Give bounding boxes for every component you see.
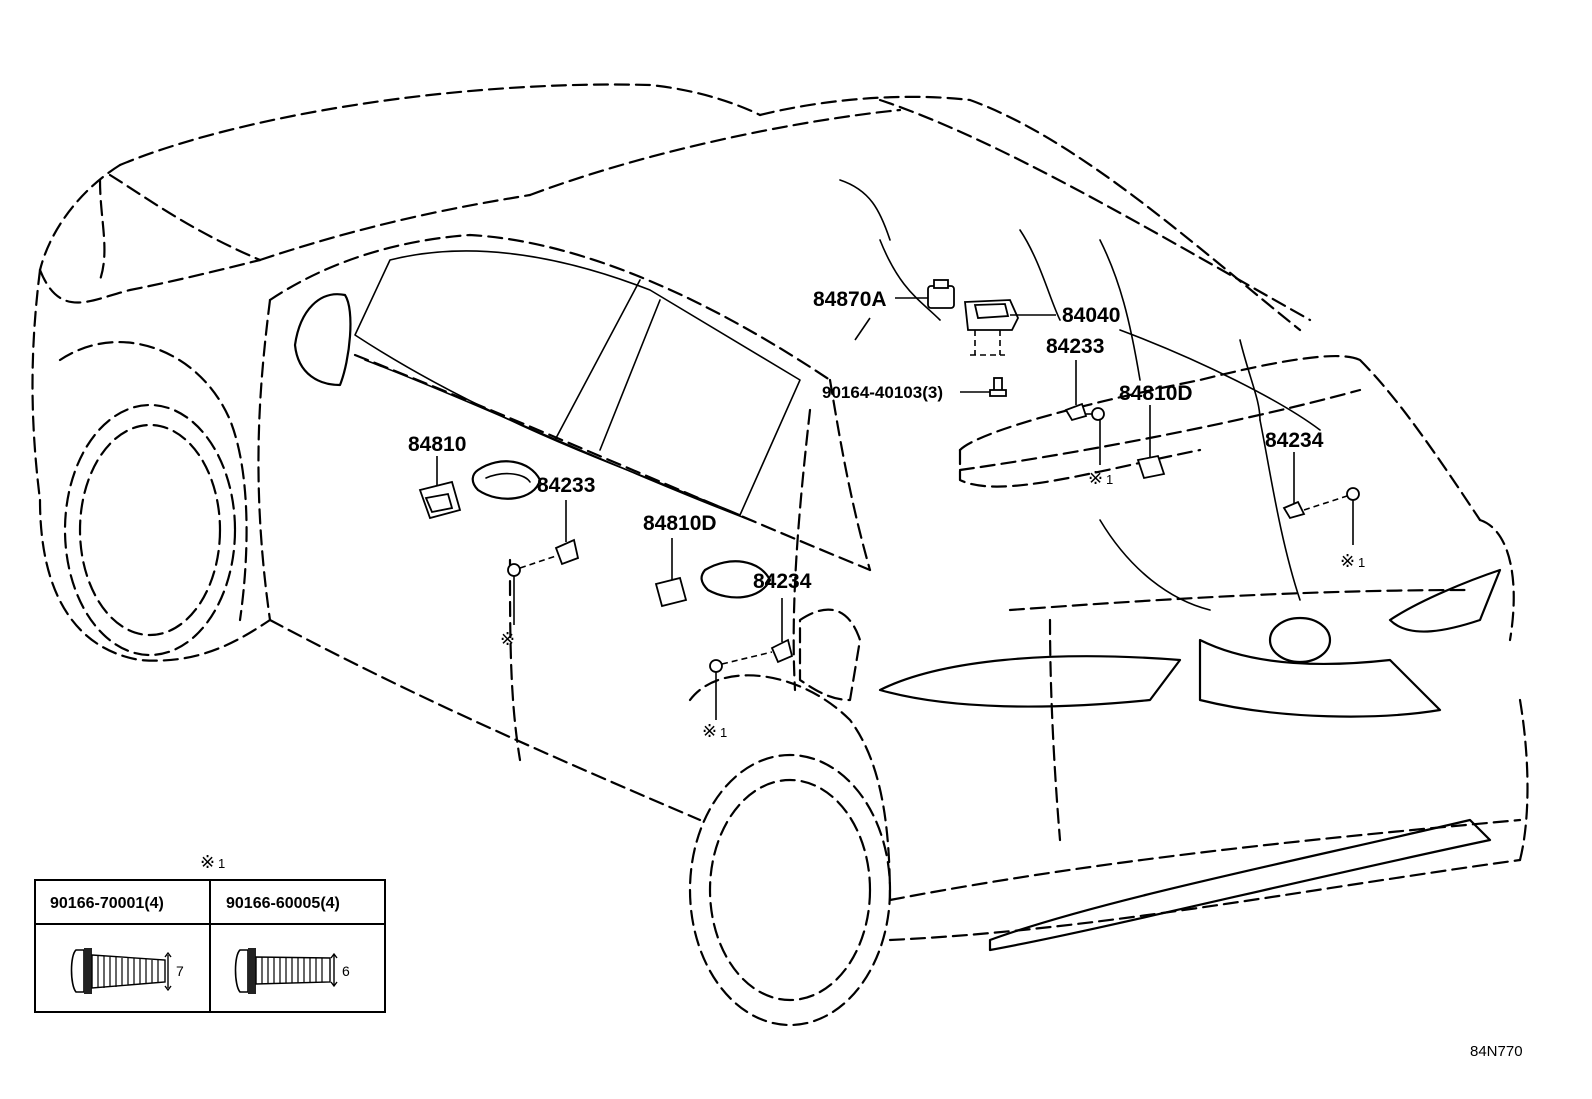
front-door-handle xyxy=(471,460,542,500)
vehicle-outline xyxy=(31,83,1529,1027)
callout-84234-side: 84234 xyxy=(753,570,812,593)
table-col-1-part: 90166-70001(4) xyxy=(50,895,164,912)
part-84234-rear-door xyxy=(709,638,794,673)
screw-mark-rear-door: ※ xyxy=(702,721,717,742)
callout-84233-rear: 84233 xyxy=(1046,335,1104,358)
screw-mark-rear-gate: ※ xyxy=(1088,468,1103,489)
callout-84234-rear: 84234 xyxy=(1265,429,1324,452)
callout-84040: 84040 xyxy=(1062,304,1120,327)
screw-illustration-6 xyxy=(234,948,338,994)
table-mark-sub: 1 xyxy=(218,856,225,871)
screw-illustration-7 xyxy=(70,948,172,994)
callout-84810D-rear: 84810D xyxy=(1119,382,1193,405)
screw-mark-rear-right: ※ xyxy=(1340,551,1355,572)
table-mark: ※ xyxy=(200,852,215,873)
callout-84233-front: 84233 xyxy=(537,474,595,497)
screw-mark-rear-door-sub: 1 xyxy=(720,725,727,740)
leader-lines xyxy=(436,297,1354,720)
part-84233-rear xyxy=(1064,402,1105,422)
screw-mark-rear-gate-sub: 1 xyxy=(1106,472,1113,487)
screw-mark-rear-right-sub: 1 xyxy=(1358,555,1365,570)
table-col-2-part: 90166-60005(4) xyxy=(226,895,340,912)
part-84870A-switch xyxy=(927,279,955,309)
screw-reference-marks: ※ 1 ※ 1 ※ ※ 1 xyxy=(500,468,1365,742)
part-84233-front xyxy=(507,538,580,577)
rear-door-handle xyxy=(700,560,772,599)
parts xyxy=(418,279,1360,673)
callout-84870A: 84870A xyxy=(813,288,887,311)
table-col-2-length: 6 xyxy=(342,963,350,979)
part-84040-switch-assembly xyxy=(964,299,1019,356)
part-84810-front-door xyxy=(418,480,462,520)
screw-mark-front-door: ※ xyxy=(500,629,515,650)
table-col-1-length: 7 xyxy=(176,963,184,979)
part-84810D-rear-door xyxy=(654,576,688,608)
callout-labels: 84870A 84040 84233 90164-40103(3) 84810D… xyxy=(408,288,1324,593)
screw-reference-table: ※ 1 90166-70001(4) 90166-60005(4) 7 xyxy=(34,852,386,1013)
part-84810D-rear xyxy=(1136,454,1166,480)
screw-90164 xyxy=(989,377,1007,397)
part-84234-rear xyxy=(1282,487,1360,520)
diagram-code: 84N770 xyxy=(1470,1043,1523,1060)
callout-84810D-side: 84810D xyxy=(643,512,717,535)
callout-84810: 84810 xyxy=(408,433,466,456)
callout-90164-screw: 90164-40103(3) xyxy=(822,383,943,402)
